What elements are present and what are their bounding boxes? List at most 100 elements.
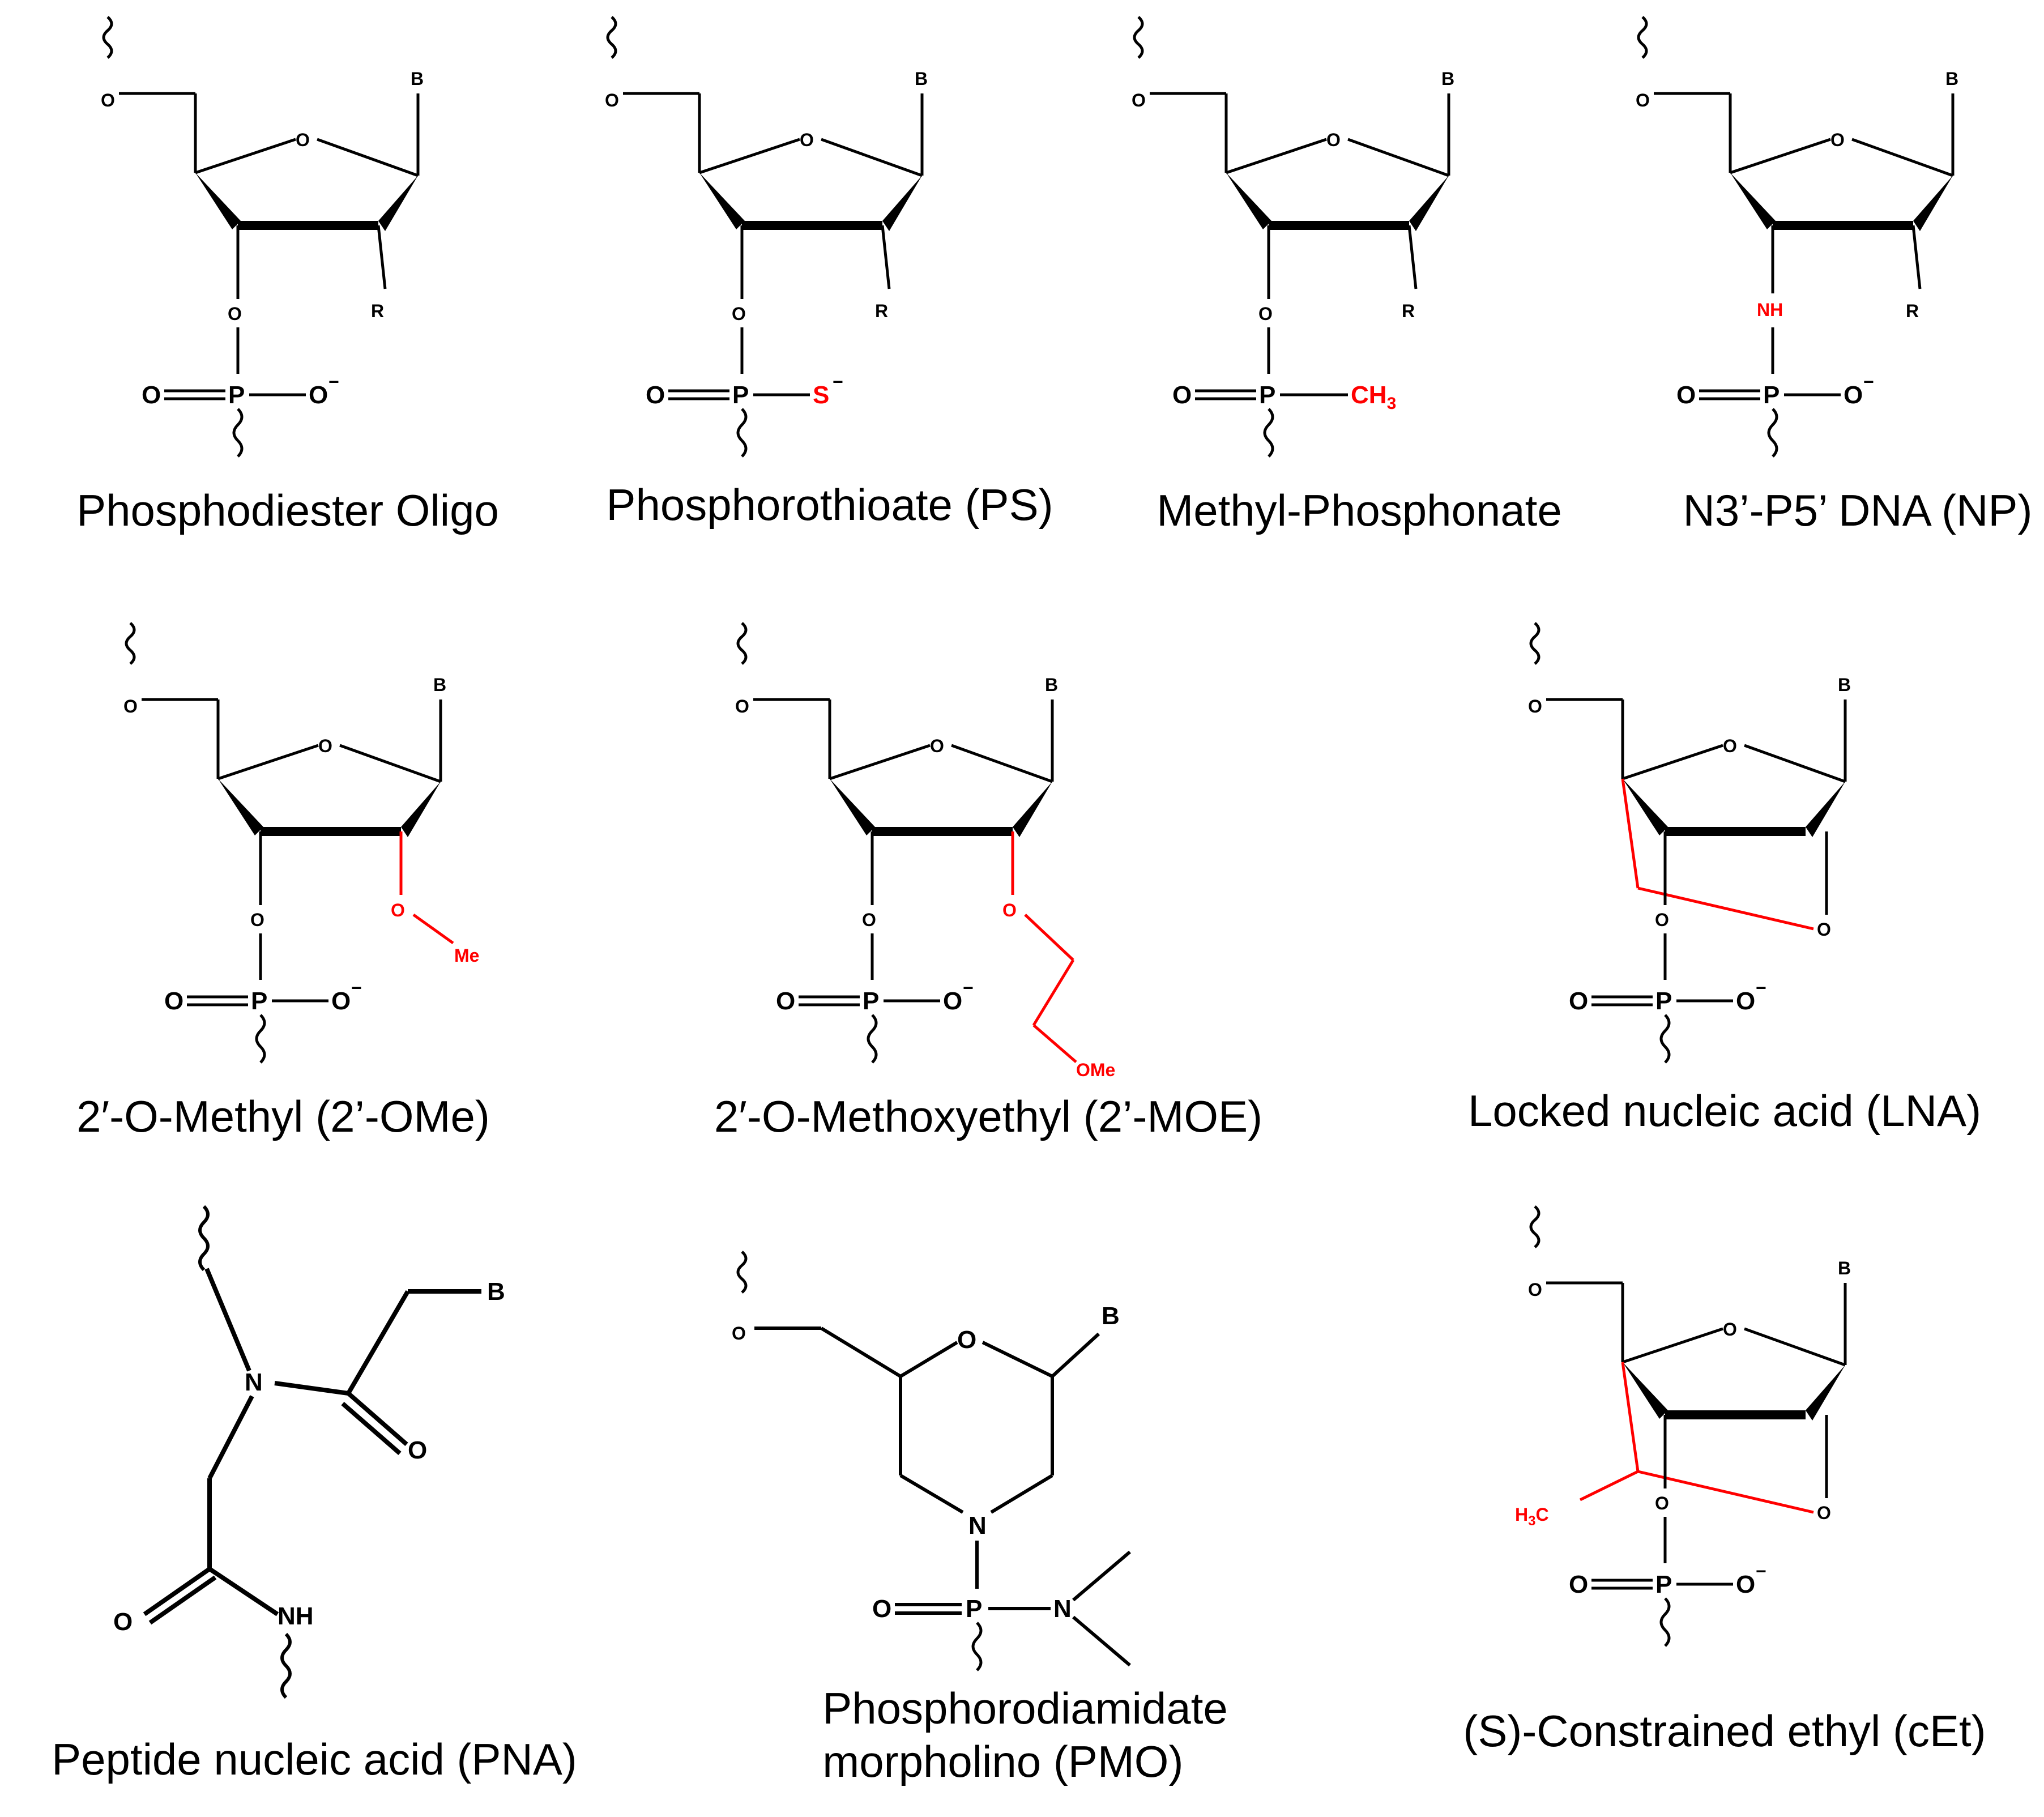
atom-phosphoryl-oxygen: O	[164, 987, 184, 1015]
atom-base: B	[1838, 1258, 1851, 1278]
atom-amide-nh: NH	[278, 1602, 314, 1630]
atom-3-oxygen: O	[732, 304, 746, 324]
atom-phosphorus: P	[966, 1595, 982, 1623]
atom-5-oxygen: O	[732, 1323, 746, 1343]
atom-3-oxygen: O	[228, 304, 242, 324]
atom-oxyanion: O	[1844, 381, 1863, 409]
atom-5-oxygen: O	[101, 90, 115, 110]
atom-r-group: R	[875, 301, 888, 321]
structure-2-moe: O O B O OMe O P O O −	[735, 623, 1115, 1080]
structure-cet: O O B O H3C O P O O −	[1515, 1206, 1851, 1646]
atom-oxyanion: O	[309, 381, 328, 409]
atom-phosphoryl-oxygen: O	[776, 987, 795, 1015]
atom-amide-oxygen: O	[113, 1608, 133, 1636]
atom-phosphorus: P	[228, 381, 245, 409]
atom-3-oxygen: O	[1655, 1493, 1669, 1513]
atom-methyl: H3C	[1515, 1504, 1549, 1529]
atom-oxyanion: O	[331, 987, 351, 1015]
caption-np-dna: N3’-P5’ DNA (NP)	[1683, 485, 2033, 535]
atom-base: B	[1441, 69, 1454, 89]
atom-ring-oxygen: O	[1723, 736, 1737, 756]
atom-ring-oxygen: O	[1830, 130, 1845, 150]
structure-lna: O O B O O P O O −	[1528, 623, 1851, 1063]
caption-phosphodiester: Phosphodiester Oligo	[76, 485, 499, 535]
structure-2-ome: O O B O Me O P O O −	[123, 623, 479, 1063]
atom-base: B	[411, 69, 424, 89]
atom-oxyanion: O	[1736, 987, 1755, 1015]
atom-ring-oxygen: O	[296, 130, 310, 150]
atom-phosphorus: P	[863, 987, 879, 1015]
atom-phosphoryl-oxygen: O	[1676, 381, 1696, 409]
caption-pna: Peptide nucleic acid (PNA)	[52, 1734, 577, 1784]
atom-charge: −	[1756, 978, 1766, 998]
atom-base: B	[1045, 675, 1058, 695]
atom-2-oxygen: O	[1002, 900, 1017, 920]
atom-base: B	[433, 675, 446, 695]
atom-amine-nitrogen: N	[1053, 1595, 1072, 1623]
atom-phosphorus: P	[732, 381, 749, 409]
atom-r-group: R	[371, 301, 384, 321]
atom-ring-oxygen: O	[1326, 130, 1341, 150]
atom-ring-oxygen: O	[318, 736, 332, 756]
caption-cet: (S)-Constrained ethyl (cEt)	[1463, 1706, 1986, 1756]
caption-2-ome: 2′-O-Methyl (2’-OMe)	[76, 1091, 490, 1141]
structure-methyl-phosphonate: O O B R O P O CH3	[1132, 17, 1454, 457]
atom-charge: −	[833, 372, 843, 392]
atom-2-oxygen: O	[1817, 919, 1831, 940]
atom-5-oxygen: O	[605, 90, 619, 110]
caption-lna: Locked nucleic acid (LNA)	[1467, 1086, 1982, 1136]
atom-oxyanion: O	[943, 987, 962, 1015]
atom-ring-oxygen: O	[957, 1326, 976, 1354]
atom-phosphorus: P	[1259, 381, 1275, 409]
atom-base: B	[1945, 69, 1958, 89]
atom-phosphoryl-oxygen: O	[142, 381, 161, 409]
atom-phosphoryl-oxygen: O	[1569, 987, 1588, 1015]
atom-base: B	[915, 69, 928, 89]
atom-phosphoryl-oxygen: O	[872, 1595, 891, 1623]
structure-pmo: O O B N P O N	[732, 1252, 1131, 1670]
atom-5-oxygen: O	[1528, 1279, 1542, 1300]
caption-pmo-line2: morpholino (PMO)	[822, 1736, 1184, 1786]
structure-phosphorothioate: O O B R O P O S −	[605, 17, 928, 457]
atom-base: B	[1102, 1302, 1120, 1330]
atom-oxyanion: O	[1736, 1571, 1755, 1598]
atom-methyl: Me	[454, 945, 479, 966]
atom-methyl: CH3	[1351, 381, 1396, 413]
atom-charge: −	[351, 978, 362, 998]
atom-3-oxygen: O	[1655, 910, 1669, 930]
atom-phosphoryl-oxygen: O	[1569, 1571, 1588, 1598]
atom-5-oxygen: O	[1528, 696, 1542, 716]
atom-phosphorus: P	[1655, 987, 1672, 1015]
atom-r-group: R	[1906, 301, 1919, 321]
atom-2-oxygen: O	[1817, 1503, 1831, 1523]
caption-2-moe: 2′-O-Methoxyethyl (2’-MOE)	[714, 1091, 1263, 1141]
atom-5-oxygen: O	[123, 696, 138, 716]
atom-charge: −	[1863, 372, 1874, 392]
atom-3-oxygen: O	[862, 910, 876, 930]
atom-methoxy: OMe	[1076, 1060, 1115, 1080]
caption-phosphorothioate: Phosphorothioate (PS)	[606, 480, 1053, 530]
atom-sulfur: S	[813, 381, 829, 409]
atom-charge: −	[328, 372, 339, 392]
atom-2-oxygen: O	[391, 900, 405, 920]
atom-r-group: R	[1402, 301, 1415, 321]
atom-phosphorus: P	[251, 987, 267, 1015]
atom-base: B	[487, 1278, 505, 1306]
atom-phosphoryl-oxygen: O	[1172, 381, 1192, 409]
atom-ring-oxygen: O	[930, 736, 944, 756]
atom-carbonyl-oxygen: O	[408, 1436, 427, 1464]
atom-5-oxygen: O	[1132, 90, 1146, 110]
atom-3-oxygen: O	[250, 910, 264, 930]
atom-5-oxygen: O	[1636, 90, 1650, 110]
atom-ring-oxygen: O	[800, 130, 814, 150]
caption-pmo-line1: Phosphorodiamidate	[822, 1683, 1228, 1733]
caption-methyl-phosphonate: Methyl-Phosphonate	[1157, 485, 1562, 535]
atom-base: B	[1838, 675, 1851, 695]
atom-ring-nitrogen: N	[968, 1512, 987, 1539]
atom-charge: −	[1756, 1561, 1766, 1581]
atom-phosphoryl-oxygen: O	[646, 381, 665, 409]
atom-phosphorus: P	[1655, 1571, 1672, 1598]
caption-pmo: Phosphorodiamidate morpholino (PMO)	[822, 1682, 1227, 1788]
structure-pna: N B O O NH	[113, 1205, 505, 1699]
